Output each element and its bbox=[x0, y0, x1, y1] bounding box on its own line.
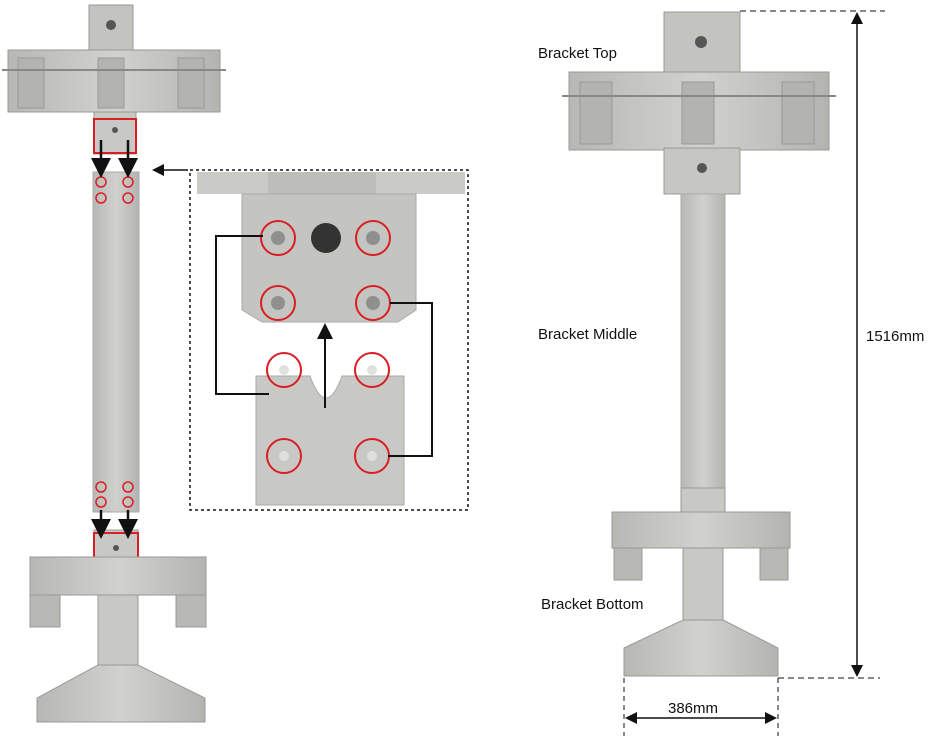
exploded-bracket-middle bbox=[93, 172, 139, 512]
detail-zoom-panel bbox=[190, 170, 468, 510]
exploded-bracket-bottom bbox=[30, 530, 206, 722]
label-bracket-middle: Bracket Middle bbox=[538, 326, 637, 343]
label-bracket-bottom: Bracket Bottom bbox=[541, 596, 644, 613]
assembled-view bbox=[562, 12, 836, 676]
exploded-bracket-top bbox=[2, 5, 226, 154]
label-bracket-top: Bracket Top bbox=[538, 45, 617, 62]
height-dimension-label: 1516mm bbox=[866, 328, 924, 345]
width-dimension-label: 386mm bbox=[668, 700, 718, 717]
width-dimension: 386mm bbox=[624, 678, 778, 736]
